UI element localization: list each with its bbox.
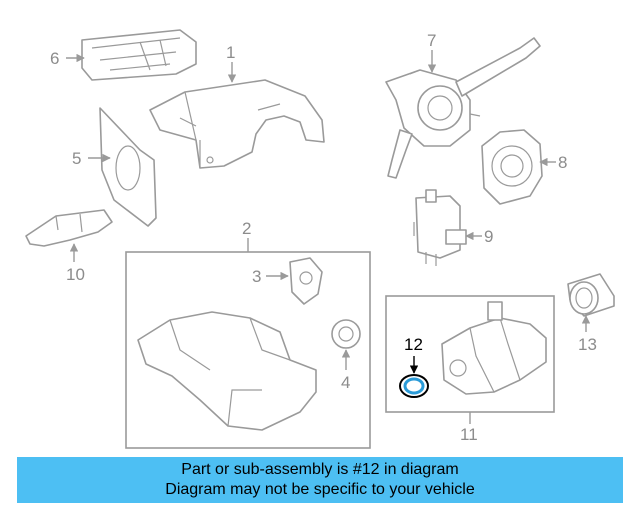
banner-line-2: Diagram may not be specific to your vehi…: [165, 481, 475, 498]
callout-10: 10: [66, 265, 85, 284]
parts-diagram: 6 1 5 10 7 8: [25, 29, 615, 449]
callout-11: 11: [460, 425, 478, 444]
callout-6: 6: [50, 49, 59, 68]
part-5-cover-panel[interactable]: [99, 107, 157, 227]
callout-12: 12: [404, 335, 423, 354]
part-10-bracket[interactable]: [25, 209, 113, 247]
callout-13: 13: [578, 335, 597, 354]
part-11-lock-housing[interactable]: [441, 301, 547, 395]
part-2-lower-cover[interactable]: [137, 311, 317, 431]
part-13-bushing[interactable]: [567, 273, 615, 317]
banner-line-1: Part or sub-assembly is #12 in diagram: [181, 461, 459, 478]
callout-5: 5: [72, 149, 81, 168]
part-8-clock-spring[interactable]: [481, 129, 543, 205]
callout-7: 7: [427, 31, 436, 50]
callout-3: 3: [252, 267, 261, 286]
callout-2: 2: [242, 219, 251, 238]
part-6-bracket[interactable]: [81, 29, 197, 81]
callout-8: 8: [558, 153, 567, 172]
part-9-module[interactable]: [413, 189, 467, 266]
part-7-combination-switch[interactable]: [385, 37, 541, 179]
part-12-ring-highlighted[interactable]: [399, 374, 429, 398]
info-banner: Part or sub-assembly is #12 in diagram D…: [17, 457, 623, 503]
part-1-upper-cover[interactable]: [149, 79, 325, 169]
callout-4: 4: [341, 373, 350, 392]
callout-9: 9: [484, 227, 493, 246]
part-3-fitting[interactable]: [289, 257, 323, 305]
part-4-ring[interactable]: [331, 319, 361, 349]
callout-1: 1: [226, 43, 235, 62]
